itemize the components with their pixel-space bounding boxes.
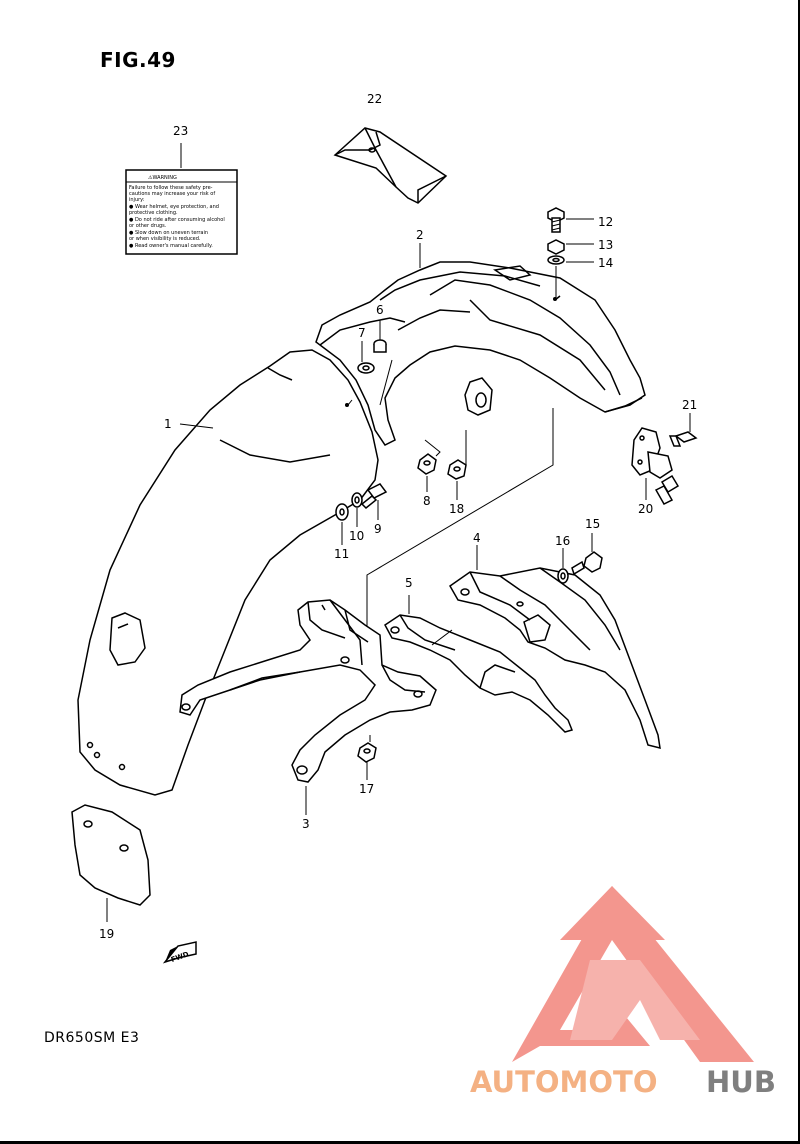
part-number: 9: [374, 522, 382, 536]
watermark-logo: [512, 886, 754, 1062]
watermark-text: AUTOMOTO HUB: [470, 1065, 776, 1099]
part-number: 15: [585, 517, 600, 531]
part-number: 8: [423, 494, 431, 508]
part-2-upper-fender: [315, 243, 646, 446]
part-3-frame-bracket: [179, 599, 437, 815]
part-number: 19: [99, 927, 114, 941]
part-number: 22: [367, 92, 382, 106]
part-5-bracket: [384, 595, 574, 733]
watermark-auto: AUTOMOTO: [470, 1065, 657, 1099]
watermark-hub: HUB: [706, 1065, 776, 1099]
warning-line: Failure to follow these safety pre-: [129, 185, 213, 191]
warning-line: protective clothing.: [129, 210, 178, 216]
part-9-10-11-bolt-washers: [335, 483, 388, 545]
part-number: 23: [173, 124, 188, 138]
warning-line: ● Wear helmet, eye protection, and: [129, 204, 219, 210]
part-8-18-nuts: [417, 430, 467, 500]
part-number: 2: [416, 228, 424, 242]
part-number: 18: [449, 502, 464, 516]
figure-title: FIG.49: [100, 48, 176, 72]
warning-line: ● Read owner's manual carefully.: [129, 243, 213, 249]
part-number: 7: [358, 326, 366, 340]
part-number: 20: [638, 502, 653, 516]
part-number: 13: [598, 238, 613, 252]
part-number: 17: [359, 782, 374, 796]
warning-line: or when visibility is reduced.: [129, 236, 201, 242]
part-6-7-screw-washer: [345, 320, 393, 407]
part-number: 14: [598, 256, 613, 270]
part-number-labels: 1 2 3 4 5 6 7 8 9 10 11 12 13 14 15 16 1…: [99, 92, 697, 941]
part-22-cover: [333, 127, 448, 204]
part-15-16-bolt-washer: [557, 533, 603, 584]
part-12-13-14-bolt-washers: [547, 207, 594, 300]
part-number: 4: [473, 531, 481, 545]
part-number: 12: [598, 215, 613, 229]
part-number: 16: [555, 534, 570, 548]
part-number: 6: [376, 303, 384, 317]
part-number: 21: [682, 398, 697, 412]
part-number: 5: [405, 576, 413, 590]
part-number: 1: [164, 417, 172, 431]
fwd-arrow-icon: FWD: [162, 941, 197, 964]
part-number: 3: [302, 817, 310, 831]
leader-line: [366, 408, 554, 640]
part-20-21-lamp-bracket: [631, 413, 698, 505]
warning-line: cautions may increase your risk of: [129, 191, 215, 197]
part-23-warning-label: ⚠WARNING Failure to follow these safety …: [125, 143, 238, 255]
part-17-nut: [357, 735, 377, 780]
part-1-rear-fender: [77, 349, 379, 796]
warning-line: injury:: [129, 197, 145, 203]
part-4-inner-fender: [449, 545, 661, 750]
part-19-mud-flap: [71, 804, 151, 922]
warning-line: ● Do not ride after consuming alcohol: [129, 217, 225, 223]
warning-line: or other drugs.: [129, 223, 167, 229]
model-code: DR650SM E3: [44, 1030, 140, 1046]
warning-line: ● Slow down on uneven terrain: [129, 230, 208, 236]
part-number: 11: [334, 547, 349, 561]
warning-heading: ⚠WARNING: [148, 175, 177, 181]
part-number: 10: [349, 529, 364, 543]
